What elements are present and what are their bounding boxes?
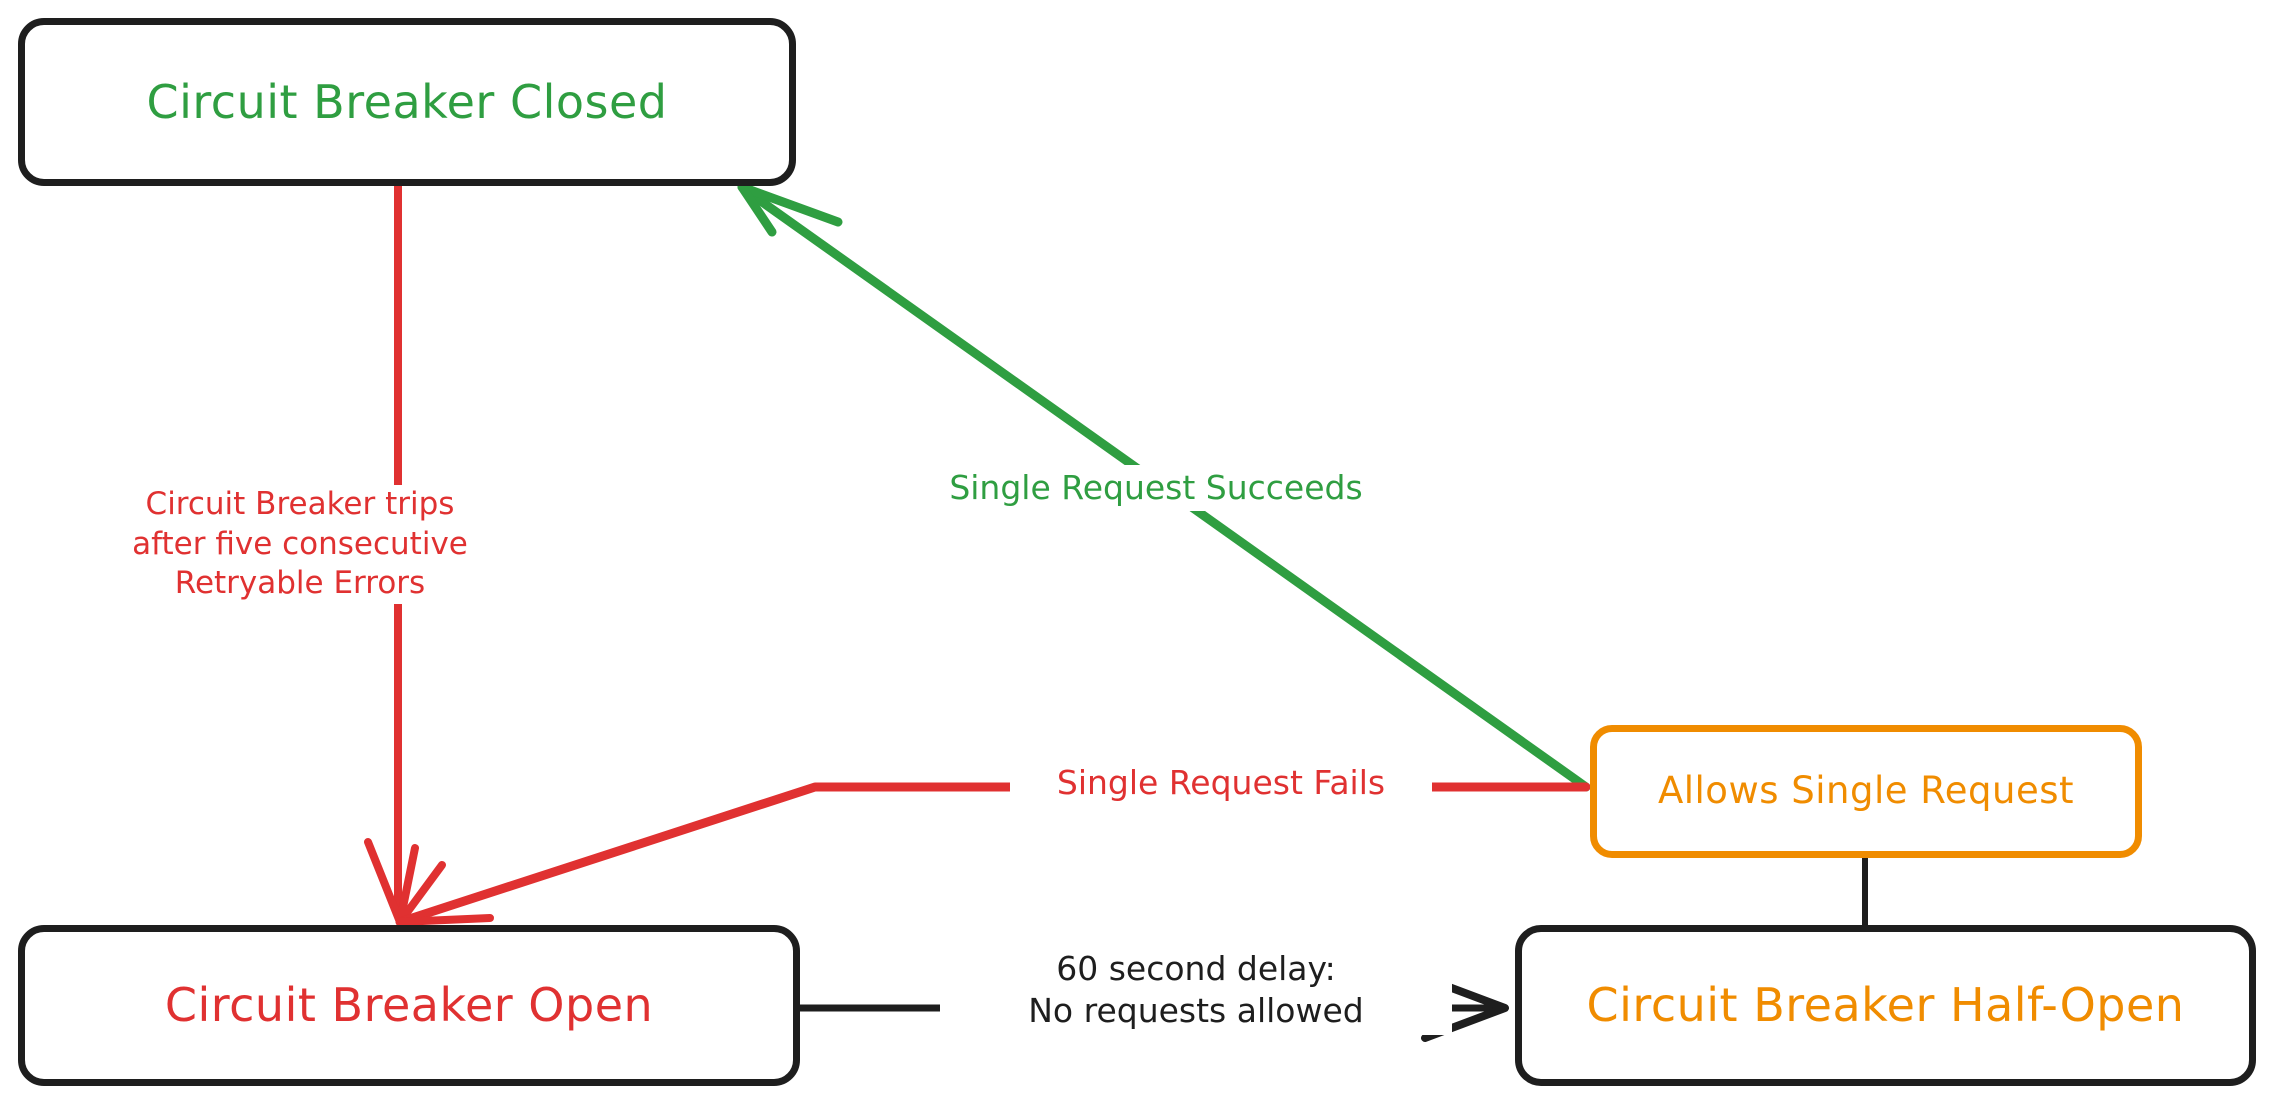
node-label-circuit-breaker-closed: Circuit Breaker Closed (146, 74, 668, 129)
edge-label-closed-to-open: Circuit Breaker trips after five consecu… (120, 485, 480, 605)
node-circuit-breaker-closed[interactable]: Circuit Breaker Closed (18, 18, 796, 186)
edge-label-allows-to-open: Single Request Fails (1010, 760, 1432, 807)
node-allows-single-request[interactable]: Allows Single Request (1590, 725, 2142, 858)
node-circuit-breaker-open[interactable]: Circuit Breaker Open (18, 925, 800, 1086)
node-label-allows-single-request: Allows Single Request (1657, 769, 2075, 813)
node-label-circuit-breaker-open: Circuit Breaker Open (164, 978, 654, 1033)
node-circuit-breaker-half-open[interactable]: Circuit Breaker Half-Open (1515, 925, 2256, 1086)
edge-allows-to-open (395, 782, 1591, 927)
edge-label-allows-to-closed: Single Request Succeeds (900, 465, 1412, 512)
node-label-circuit-breaker-half-open: Circuit Breaker Half-Open (1586, 978, 2185, 1033)
edge-label-open-to-half-open: 60 second delay: No requests allowed (940, 945, 1452, 1036)
